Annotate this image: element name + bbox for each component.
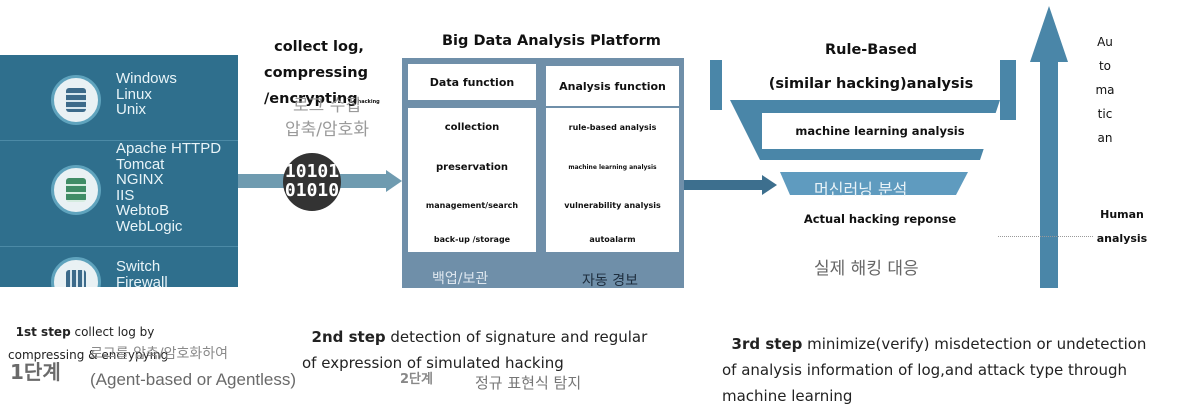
step1-caption-bold: 1st step [15, 325, 71, 339]
platform-cell-autoalarm: autoalarm [546, 226, 679, 252]
step2-caption-text: detection of signature and regular of ex… [302, 328, 648, 372]
server-group-web: Apache HTTPD Tomcat NGINX IIS WebtoB Web… [0, 141, 238, 247]
database-icon [51, 165, 101, 215]
step1-caption: 1st step collect log by compressing & en… [8, 298, 238, 367]
platform-cell-management: management/search [408, 192, 536, 218]
response-korean-label: 실제 해킹 대응 [814, 259, 919, 279]
binary-data-icon: 10101 01010 [283, 153, 341, 211]
feedback-arrow-head [1030, 6, 1068, 62]
platform-title: Big Data Analysis Platform [442, 33, 661, 49]
hacking-response-box: Actual hacking reponse [762, 196, 998, 242]
human-analysis-label: Human analysis [1096, 208, 1148, 245]
step2-korean-step: 2단계 [400, 372, 433, 387]
feedback-arrow-shaft [1040, 60, 1058, 288]
step3-caption-text: minimize(verify) misdetection or undetec… [722, 335, 1147, 405]
platform-cell-vulnerability: vulnerability analysis [546, 192, 679, 218]
platform-col2-header: Analysis function [546, 66, 679, 106]
step2-caption: 2nd step detection of signature and regu… [302, 298, 692, 376]
platform-cell-preservation: preservation [408, 154, 536, 180]
step1-korean-caption: 로그를 압축/암호화하여 [90, 346, 228, 362]
step1-agent-caption: (Agent-based or Agentless) [90, 370, 297, 389]
server-panel: Windows Linux Unix Apache HTTPD Tomcat N… [0, 55, 238, 287]
platform-col1-header: Data function [408, 64, 536, 100]
step2-korean-caption: 정규 표현식 탐지 [475, 374, 582, 392]
platform-cell-collection: collection [408, 114, 536, 140]
server-group-network-names: Switch Firewall [116, 258, 168, 287]
step1-korean-header: 로그 수집 압축/암호화 [285, 96, 369, 140]
ml-korean-label: 머신러닝 분석 [814, 180, 908, 199]
platform-cell-backup: back-up /storage [408, 226, 536, 252]
platform-panel: Data function Analysis function collecti… [402, 58, 684, 289]
platform-korean-left: 백업/보관 [432, 271, 489, 287]
firewall-icon [51, 257, 101, 287]
ml-analysis-box: machine learning analysis [762, 113, 998, 149]
rule-based-title: Rule-Based (similar hacking)analysis [768, 42, 974, 92]
server-group-os-names: Windows Linux Unix [116, 70, 177, 118]
step1-caption-text: collect log by compressing & encrypying [8, 325, 169, 362]
platform-cell-rule-based: rule-based analysis [546, 114, 679, 140]
server-group-web-names: Apache HTTPD Tomcat NGINX IIS WebtoB Web… [116, 140, 222, 235]
side-divider [998, 236, 1093, 237]
step1-header-text: collect log, compressing /encrypting [264, 39, 368, 107]
server-group-os: Windows Linux Unix [0, 55, 238, 141]
flow-arrow-2 [684, 180, 764, 190]
step3-caption-bold: 3rd step [731, 335, 803, 353]
server-group-network: Switch Firewall [0, 247, 238, 287]
step1-header-small: hacking [357, 99, 380, 105]
flow-arrow-2-head [762, 175, 777, 195]
automatic-label: Au to ma tic an [1095, 35, 1115, 145]
step2-caption-bold: 2nd step [311, 328, 386, 346]
step1-korean-step: 1단계 [10, 360, 61, 384]
step1-header: collect log, compressing /encryptinghack… [264, 8, 404, 115]
flow-arrow-1-head [386, 170, 402, 192]
platform-korean-right: 자동 경보 [582, 273, 638, 289]
step3-caption: 3rd step minimize(verify) misdetection o… [722, 305, 1188, 409]
server-icon [51, 75, 101, 125]
platform-cell-ml: machine learning analysis [546, 154, 679, 180]
